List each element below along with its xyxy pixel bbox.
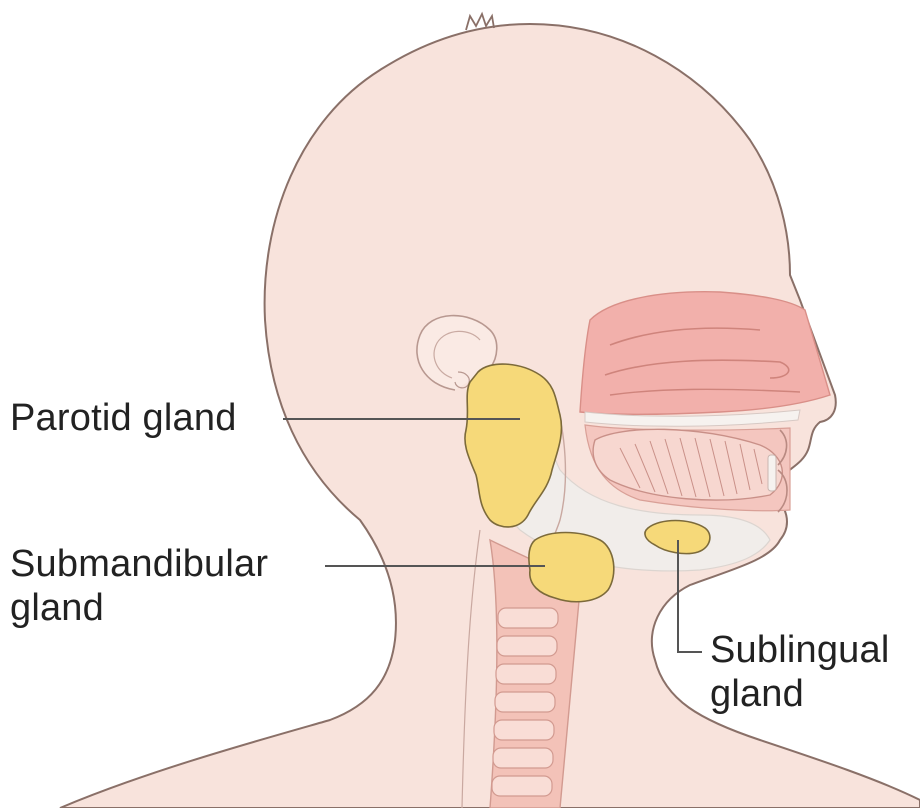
trachea-rings (492, 608, 558, 796)
parotid-gland-label: Parotid gland (10, 396, 237, 440)
sublingual-gland-label: Sublingual gland (710, 628, 889, 716)
sublingual-gland-label-line1: Sublingual (710, 628, 889, 672)
submandibular-gland-label: Submandibular gland (10, 542, 268, 630)
submandibular-gland-label-line2: gland (10, 586, 268, 630)
submandibular-gland-label-line1: Submandibular (10, 542, 268, 586)
nasal-cavity (580, 292, 830, 415)
parotid-gland-label-text: Parotid gland (10, 397, 237, 439)
sublingual-gland-label-line2: gland (710, 672, 889, 716)
submandibular-gland-shape (529, 533, 614, 602)
front-tooth (768, 455, 776, 491)
